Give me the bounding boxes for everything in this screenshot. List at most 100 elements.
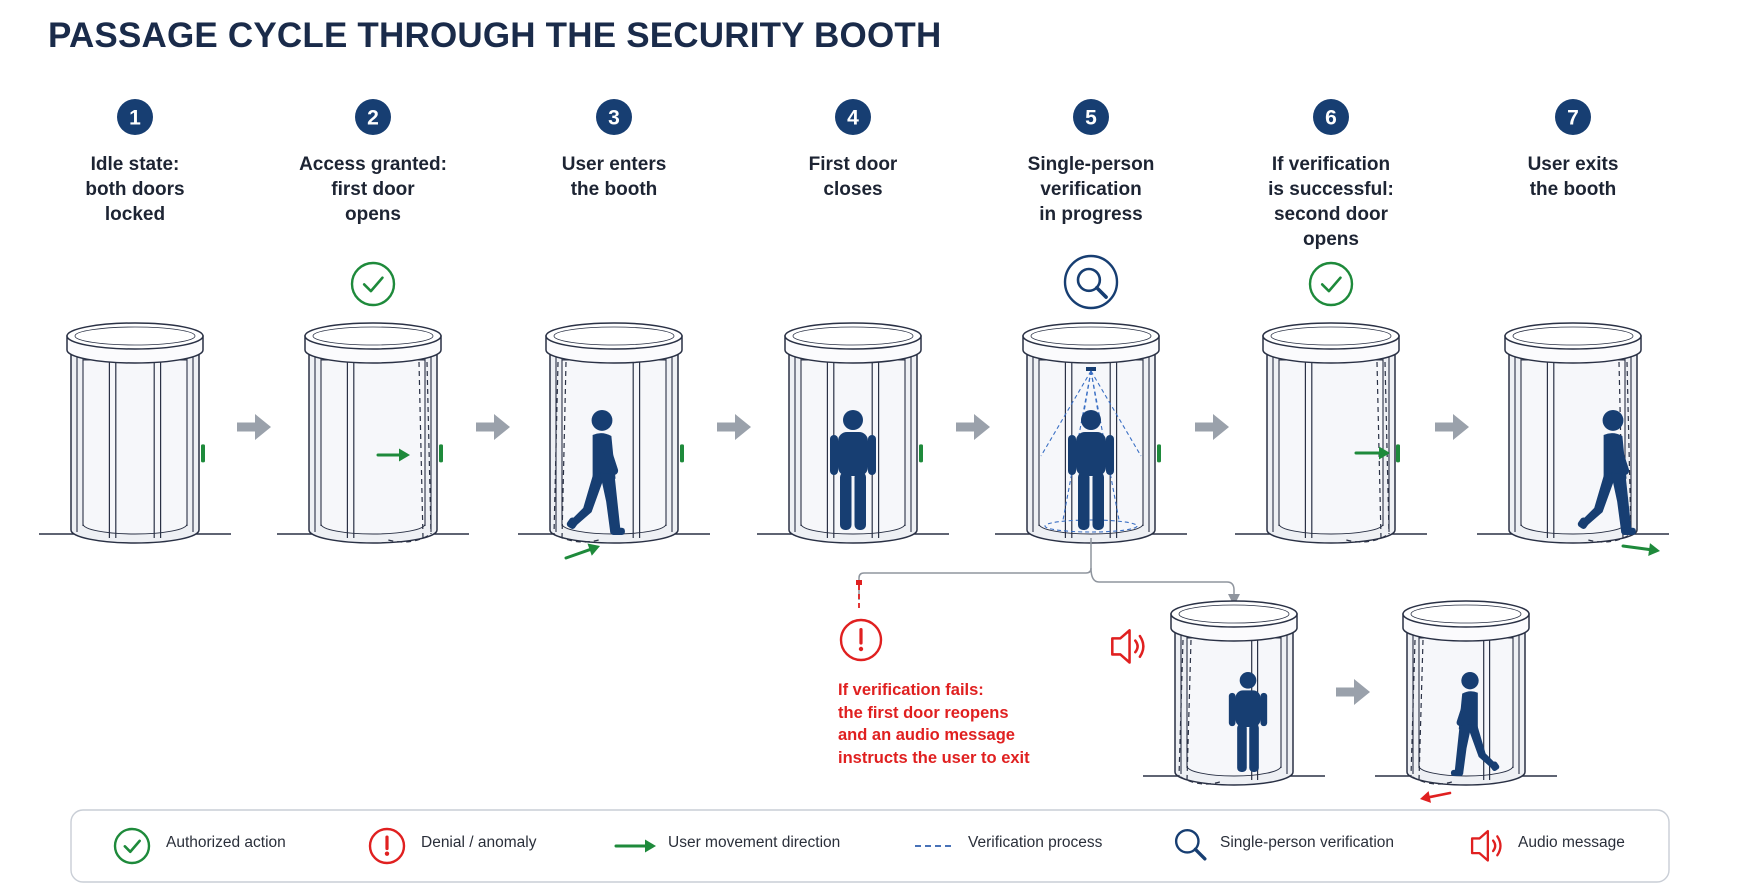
branch-connector [1090, 567, 1240, 606]
step-label-line: the booth [1529, 179, 1617, 200]
step-label-line: User exits [1527, 154, 1619, 175]
step-label-line: second door [1273, 204, 1388, 225]
step-number: 1 [129, 107, 141, 130]
security-booth [1235, 322, 1427, 544]
movement-arrow-icon [376, 448, 410, 462]
step-label-line: Single-person [1027, 154, 1155, 175]
magnifier-icon [1174, 828, 1207, 861]
step-label-line: User enters [561, 154, 667, 175]
step-label-line: opens [1303, 229, 1359, 250]
security-booth [1477, 322, 1669, 544]
step-label-line: locked [104, 204, 166, 225]
step-label-line: in progress [1039, 204, 1143, 225]
person-icon [1228, 672, 1268, 772]
step-label: Access granted: first door opens [263, 152, 483, 227]
step-label-line: verification [1040, 179, 1142, 200]
movement-arrow-icon [1354, 446, 1390, 460]
transition-arrow-icon [1336, 679, 1370, 705]
person-icon [1450, 672, 1500, 776]
process-steps: 1 2 3 4 5 6 7 [39, 99, 1669, 560]
step-label-line: If verification [1271, 154, 1391, 175]
movement-arrow-icon [1621, 543, 1660, 556]
failure-branch [839, 538, 1557, 803]
legend-label: Single-person verification [1220, 834, 1395, 851]
door-indicator-icon [1157, 444, 1161, 463]
door-indicator-icon [1396, 444, 1400, 463]
step-label-line: both doors [85, 179, 185, 200]
step-number-badge: 6 [1313, 99, 1349, 135]
step-label: User enters the booth [504, 152, 724, 202]
step-label-line: the booth [570, 179, 658, 200]
step-number-badge: 2 [355, 99, 391, 135]
check-circle-icon [350, 261, 396, 307]
transition-arrow-icon [1195, 414, 1229, 440]
step-label-line: Access granted: [299, 154, 447, 175]
transition-arrow-icon [1435, 414, 1469, 440]
step-label-line: First door [808, 154, 898, 175]
legend-box [70, 809, 1670, 883]
step-number: 4 [847, 107, 859, 130]
step-label-line: closes [823, 179, 883, 200]
check-circle-icon [1308, 261, 1354, 307]
exclamation-circle-icon [839, 618, 883, 662]
transition-arrow-icon [237, 414, 271, 440]
legend-label: Authorized action [166, 834, 286, 851]
step-number: 5 [1085, 107, 1097, 130]
person-icon [1577, 410, 1636, 535]
failure-note-line: If verification fails: [838, 681, 984, 699]
legend-label: Verification process [968, 834, 1103, 851]
failure-note-line: and an audio message [838, 726, 1015, 744]
security-booth [1143, 600, 1325, 786]
legend-label: Audio message [1518, 834, 1625, 851]
step-label: User exits the booth [1463, 152, 1683, 202]
door-indicator-icon [919, 444, 923, 463]
legend-label: User movement direction [668, 834, 841, 851]
check-circle-icon [113, 827, 151, 865]
security-booth [277, 322, 469, 544]
step-number-badge: 4 [835, 99, 871, 135]
failure-note-line: instructs the user to exit [838, 748, 1030, 767]
step-label: Single-person verification in progress [981, 152, 1201, 227]
step-label-line: is successful: [1268, 179, 1394, 200]
step-label: First door closes [743, 152, 963, 202]
legend-label: Denial / anomaly [421, 834, 537, 851]
red-arrow-icon [1420, 791, 1452, 803]
person-icon [830, 410, 876, 530]
step-number: 3 [608, 107, 620, 130]
step-label-line: opens [345, 204, 401, 225]
security-booth [995, 322, 1187, 544]
step-label-line: first door [331, 179, 415, 200]
person-icon [1068, 410, 1114, 530]
step-number-badge: 1 [117, 99, 153, 135]
transition-arrow-icon [717, 414, 751, 440]
speaker-sound-icon [1470, 829, 1502, 862]
step-number: 2 [367, 107, 379, 130]
step-number-badge: 5 [1073, 99, 1109, 135]
door-indicator-icon [439, 444, 443, 463]
security-booth [1375, 600, 1557, 786]
security-booth [518, 322, 710, 544]
step-number-badge: 7 [1555, 99, 1591, 135]
verification-scan-beam [1040, 367, 1142, 533]
exclamation-circle-icon [368, 827, 406, 865]
step-label: If verification is successful: second door… [1221, 152, 1441, 252]
failure-note: If verification fails: the first door reo… [838, 679, 1030, 769]
speaker-sound-icon [1111, 629, 1145, 664]
step-label: Idle state: both doors locked [25, 152, 245, 227]
person-icon [566, 410, 625, 535]
security-booth [39, 322, 231, 544]
magnifier-icon [1063, 254, 1119, 310]
step-number: 6 [1325, 107, 1337, 130]
green-arrow-icon [614, 839, 656, 853]
failure-note-line: the first door reopens [838, 703, 1009, 722]
step-label-line: Idle state: [90, 154, 180, 175]
step-number-badge: 3 [596, 99, 632, 135]
diagram-title: PASSAGE CYCLE THROUGH THE SECURITY BOOTH [48, 16, 942, 55]
transition-arrow-icon [956, 414, 990, 440]
movement-arrow-icon [564, 543, 600, 560]
door-indicator-icon [680, 444, 684, 463]
transition-arrow-icon [476, 414, 510, 440]
door-indicator-icon [201, 444, 205, 463]
